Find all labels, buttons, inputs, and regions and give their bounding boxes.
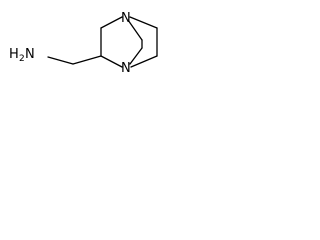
bond-n-top-to-middle-upper — [127, 19, 143, 41]
bond-middle-lower-to-n-bottom — [129, 47, 143, 65]
bond-ch2-side-to-nh2 — [47, 56, 74, 65]
amine-group-label: H 2 N — [9, 47, 35, 64]
bond-n-top-to-right-upper — [129, 16, 158, 29]
amine-nitrogen-label: N — [25, 47, 35, 62]
bond-right-lower-to-n-bottom — [130, 55, 158, 68]
amine-hydrogen-count: 2 — [19, 54, 25, 64]
nitrogen-top-label: N — [121, 11, 131, 26]
structure-diagram: N N H 2 N — [9, 11, 158, 76]
amine-hydrogen-label: H — [9, 47, 19, 62]
bond-ch-to-n-bottom — [100, 55, 123, 68]
bonds — [47, 16, 158, 68]
bond-ch2-to-n-top — [100, 16, 123, 29]
nitrogen-bottom-label: N — [121, 61, 131, 76]
bond-ch-to-ch2-side — [72, 55, 102, 65]
